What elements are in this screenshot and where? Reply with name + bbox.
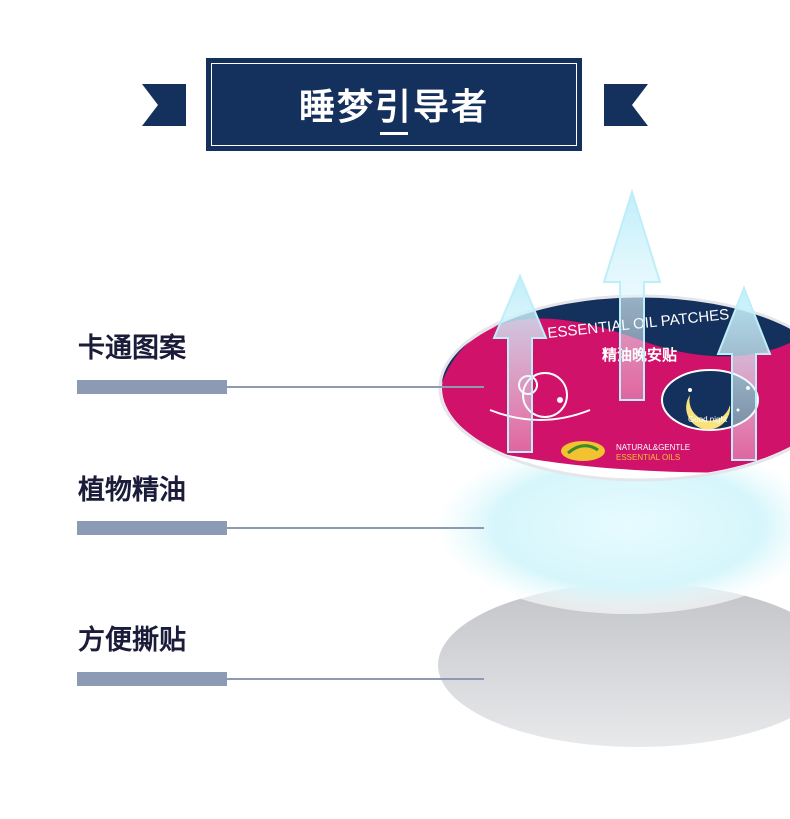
page-title: 睡梦引导者 — [298, 87, 489, 128]
feature-label-cartoon: 卡通图案 — [78, 333, 186, 364]
oil-layer — [436, 438, 790, 614]
header-banner: 睡梦引导者 — [206, 58, 582, 151]
feature-label-essential-oil: 植物精油 — [78, 475, 186, 506]
backing-layer — [438, 583, 790, 747]
leaf-logo-icon — [561, 441, 605, 461]
brand-line-2: ESSENTIAL OILS — [616, 453, 680, 462]
upward-arrow-icon — [716, 285, 772, 461]
moon-text: Good night — [688, 415, 728, 424]
leader-line-easy-peel — [226, 678, 484, 680]
upward-arrow-icon — [602, 188, 662, 401]
title-underline — [380, 132, 408, 135]
feature-bar-essential-oil — [77, 521, 227, 535]
leader-line-cartoon — [226, 386, 484, 388]
right-ribbon-icon — [604, 84, 648, 126]
upward-arrow-icon — [492, 273, 548, 453]
feature-bar-easy-peel — [77, 672, 227, 686]
feature-bar-cartoon — [77, 380, 227, 394]
header-border — [211, 63, 577, 146]
feature-label-easy-peel: 方便撕贴 — [78, 625, 186, 656]
leader-line-essential-oil — [226, 527, 484, 529]
left-ribbon-icon — [142, 84, 186, 126]
brand-line-1: NATURAL&GENTLE — [616, 443, 690, 452]
